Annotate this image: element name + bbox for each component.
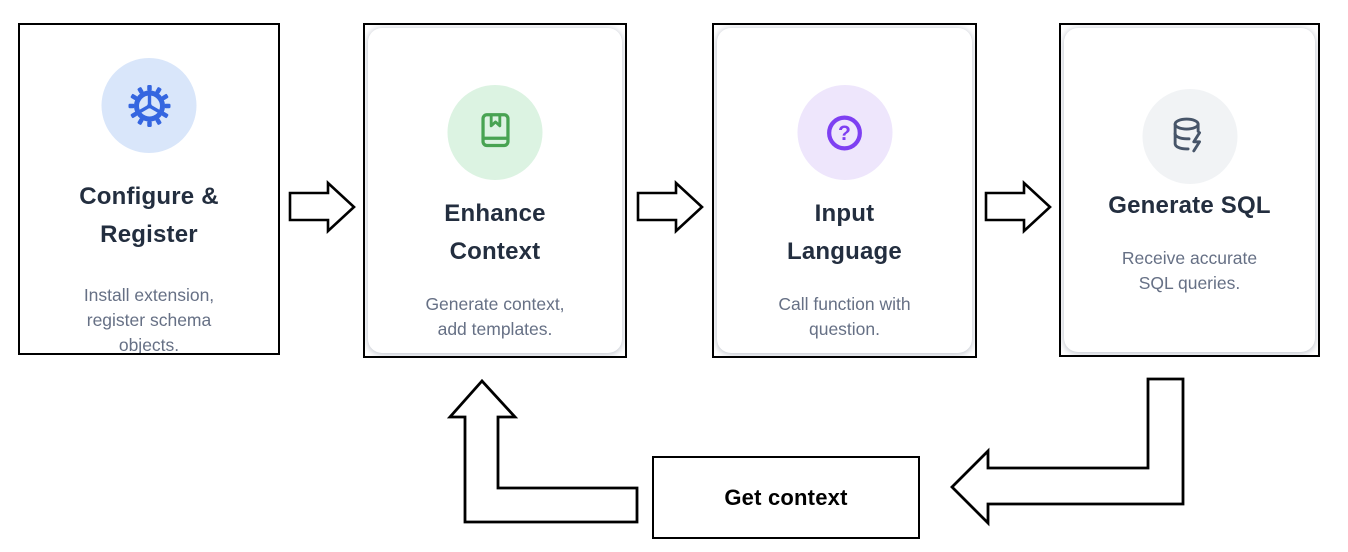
step-description-line: add templates.	[437, 319, 553, 339]
step-description-line: Call function with	[778, 294, 911, 314]
step-title-line: Generate SQL	[1108, 192, 1271, 219]
database-icon-circle	[1142, 89, 1237, 184]
step-card-configure-register: Configure & Register Install extension, …	[18, 23, 280, 355]
step-card-enhance-context: Enhance Context Generate context, add te…	[363, 23, 627, 358]
flow-arrow-1-icon	[288, 180, 356, 234]
step-title-line: Enhance	[444, 200, 546, 227]
step-title-line: Input	[814, 200, 875, 227]
step-title-line: Configure &	[79, 183, 219, 210]
step-description: Generate context, add templates.	[365, 292, 625, 342]
question-circle-icon: ?	[827, 115, 862, 150]
step-description-line: Receive accurate	[1121, 248, 1258, 268]
step-description: Call function with question.	[714, 292, 975, 342]
step-title-line: Language	[787, 238, 902, 265]
gear-icon-circle	[101, 58, 197, 153]
flow-arrow-2-icon	[636, 180, 704, 234]
step-description-line: Install extension,	[83, 285, 215, 305]
get-context-box: Get context	[652, 456, 920, 539]
loop-arrow-left-icon	[950, 377, 1185, 527]
loop-arrow-up-icon	[446, 378, 639, 524]
card-inner-panel	[717, 28, 972, 353]
get-context-label: Get context	[724, 484, 848, 510]
step-title-line: Context	[449, 238, 541, 265]
step-description-line: register schema	[86, 310, 212, 330]
step-description-line: Generate context,	[425, 294, 565, 314]
question-icon-circle: ?	[797, 85, 892, 180]
step-title: Input Language	[714, 195, 975, 271]
step-title: Configure & Register	[20, 178, 278, 254]
step-card-input-language: ? Input Language Call function with ques…	[712, 23, 977, 358]
book-bookmark-icon	[480, 112, 510, 147]
step-title: Enhance Context	[365, 195, 625, 271]
flow-arrow-3-icon	[984, 180, 1052, 234]
card-inner-panel	[368, 28, 622, 353]
step-description-line: objects.	[118, 335, 180, 355]
database-lightning-icon	[1173, 117, 1201, 152]
step-card-generate-sql: Generate SQL Receive accurate SQL querie…	[1059, 23, 1320, 357]
step-description: Install extension, register schema objec…	[20, 283, 278, 355]
step-description-line: question.	[808, 319, 881, 339]
step-description: Receive accurate SQL queries.	[1061, 246, 1318, 296]
gear-icon	[128, 84, 170, 127]
step-description-line: SQL queries.	[1138, 273, 1241, 293]
svg-text:?: ?	[838, 122, 851, 145]
book-icon-circle	[447, 85, 543, 180]
step-title: Generate SQL	[1061, 187, 1318, 225]
card-inner-panel	[1064, 28, 1315, 352]
step-title-line: Register	[100, 221, 198, 248]
